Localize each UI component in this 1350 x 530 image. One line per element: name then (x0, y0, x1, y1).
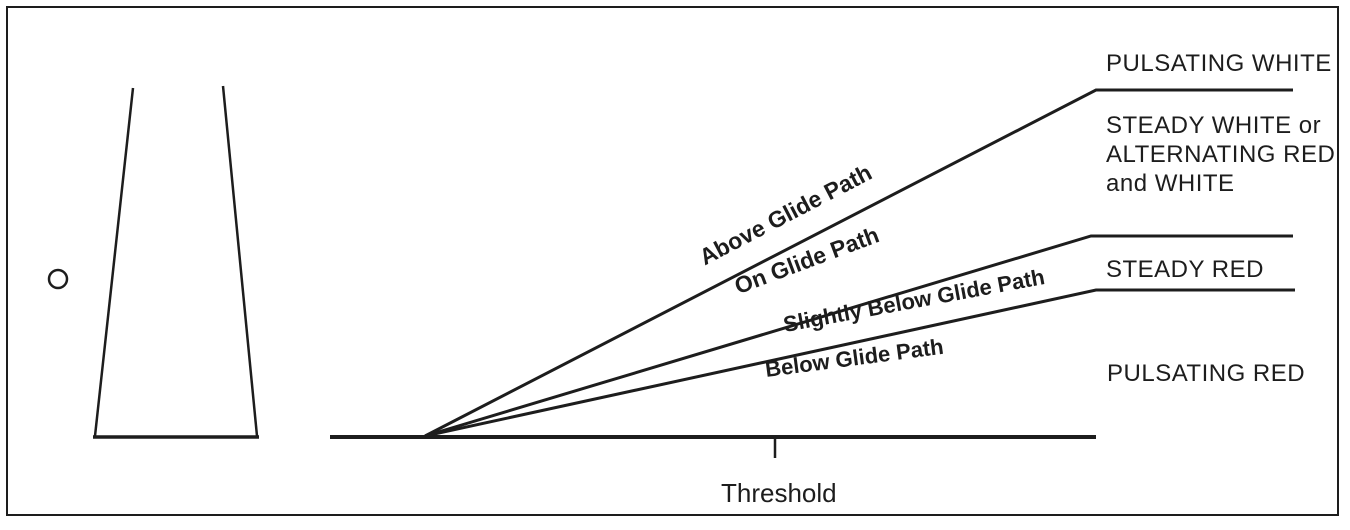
signal-label-steady-red: STEADY RED (1106, 256, 1264, 283)
signal-label-steady-white-line1: STEADY WHITE or (1106, 112, 1322, 139)
signal-label-pulsating-red: PULSATING RED (1107, 360, 1306, 387)
diagram-border (6, 6, 1339, 516)
beam-boundary-slightly-below-below (424, 288, 1295, 438)
runway-symbol (93, 85, 259, 439)
signal-label-steady-white-group: STEADY WHITE or ALTERNATING RED and WHIT… (1106, 111, 1335, 198)
threshold-label: Threshold (721, 478, 837, 508)
runway-left-edge (93, 87, 135, 437)
signal-label-steady-white-line2: ALTERNATING RED (1106, 141, 1336, 168)
signal-label-pulsating-white: PULSATING WHITE (1106, 50, 1332, 77)
light-unit-icon (47, 268, 69, 290)
beam-boundary-above-on (424, 88, 1293, 438)
runway-right-edge (221, 85, 259, 437)
signal-label-steady-white-line3: and WHITE (1106, 170, 1235, 197)
beam-boundary-on-slightly-below (424, 234, 1293, 438)
